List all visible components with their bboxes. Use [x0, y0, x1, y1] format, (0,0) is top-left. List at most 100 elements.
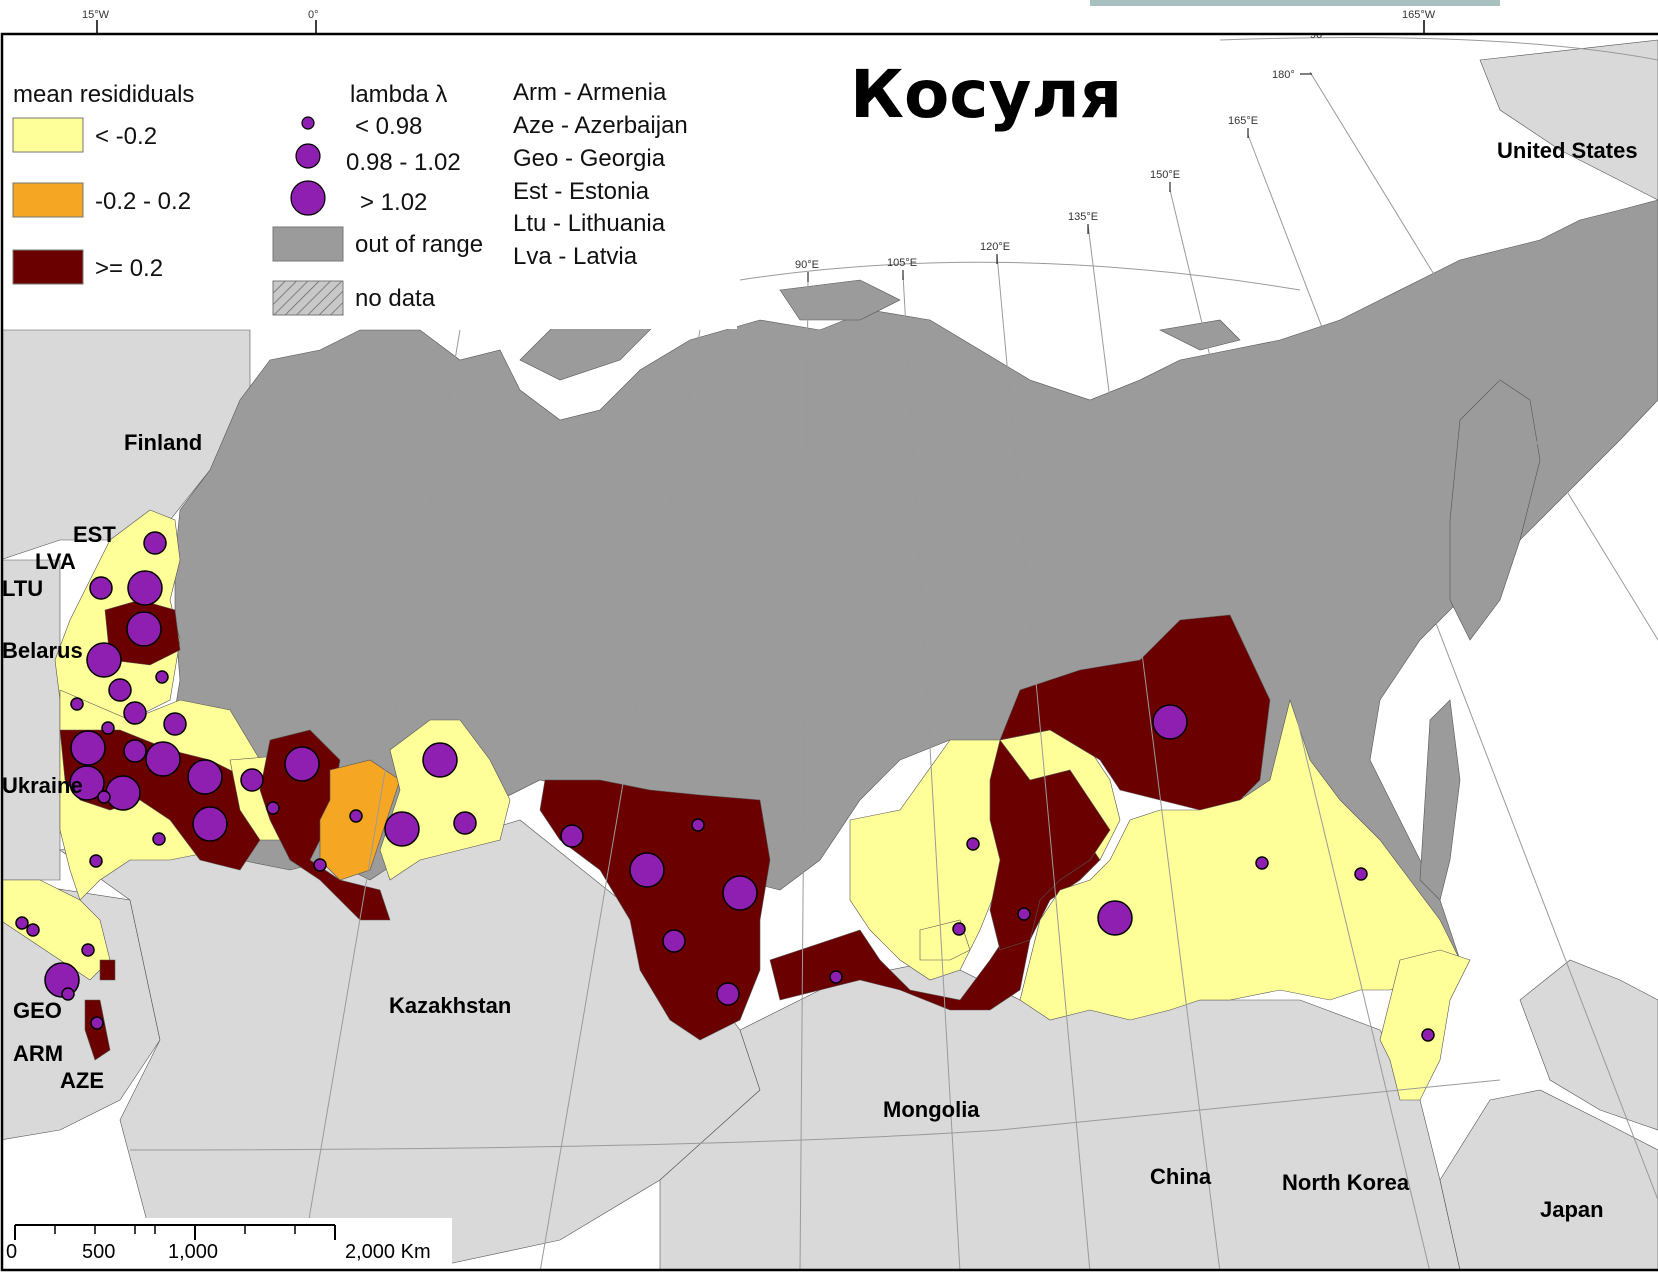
scale-tick-0: 0: [6, 1241, 17, 1263]
lambda-marker: [1097, 900, 1133, 936]
country-labels: Finland Belarus Ukraine Kazakhstan Mongo…: [2, 138, 1638, 1222]
label-arm: ARM: [13, 1041, 63, 1066]
lambda-marker: [829, 970, 843, 984]
lambda-marker: [266, 801, 280, 815]
sakhalin: [1419, 699, 1461, 901]
lambda-marker: [123, 739, 147, 763]
legend-abbr-1: Aze - Azerbaijan: [513, 112, 688, 139]
grat-90w: 90°: [1310, 29, 1327, 41]
lambda-marker: [86, 642, 122, 678]
legend-lambda-small-icon: [301, 116, 315, 130]
label-china: China: [1150, 1164, 1212, 1189]
legend-lambda-large-icon: [290, 180, 326, 216]
lambda-marker: [1421, 1028, 1435, 1042]
lambda-marker: [662, 929, 686, 953]
lambda-marker: [108, 678, 132, 702]
legend-abbr-3: Est - Estonia: [513, 178, 650, 205]
lambda-marker: [313, 858, 327, 872]
legend-out-of-range-label: out of range: [355, 231, 483, 258]
kamchatka: [1449, 379, 1541, 641]
lambda-marker: [284, 746, 320, 782]
lambda-marker: [70, 730, 106, 766]
label-geo: GEO: [13, 998, 62, 1023]
region-primorye-low: [1379, 949, 1471, 1101]
lambda-marker: [69, 765, 105, 801]
lambda-marker: [163, 712, 187, 736]
grat-150e: 150°E: [1150, 169, 1180, 181]
lambda-marker: [81, 943, 95, 957]
label-japan: Japan: [1540, 1197, 1604, 1222]
lambda-marker: [101, 721, 115, 735]
legend-abbr-5: Lva - Latvia: [513, 243, 638, 270]
lambda-marker: [89, 854, 103, 868]
lambda-marker: [722, 875, 758, 911]
grat-top-0: 0°: [308, 9, 319, 21]
lambda-marker: [152, 832, 166, 846]
lambda-marker: [105, 775, 141, 811]
lambda-marker: [240, 768, 264, 792]
lambda-marker: [966, 837, 980, 851]
scale-bar: 0 500 1,000 2,000 Km: [2, 1218, 452, 1270]
label-aze: AZE: [60, 1068, 104, 1093]
legend-lambda-title: lambda λ: [350, 81, 447, 108]
lambda-marker: [691, 818, 705, 832]
grat-top-15w: 15°W: [82, 9, 110, 21]
legend-high-label: >= 0.2: [95, 255, 163, 282]
lambda-marker: [143, 531, 167, 555]
scale-tick-2000: 2,000 Km: [345, 1241, 431, 1263]
legend-lambda-small-label: < 0.98: [355, 113, 422, 140]
new-siberian-islands: [1159, 319, 1241, 351]
scale-tick-500: 500: [82, 1241, 115, 1263]
region-caucasus-high-small: [99, 959, 116, 981]
grat-90e: 90°E: [795, 259, 819, 271]
lambda-marker: [1017, 907, 1031, 921]
legend-swatch-no-data: [272, 280, 344, 316]
lambda-marker: [123, 701, 147, 725]
lambda-marker: [384, 811, 420, 847]
lambda-marker: [952, 922, 966, 936]
lambda-marker: [155, 670, 169, 684]
lambda-marker: [422, 742, 458, 778]
legend-abbr-2: Geo - Georgia: [513, 145, 666, 172]
legend-swatch-mid: [12, 182, 84, 218]
label-est: EST: [73, 522, 116, 547]
label-kazakhstan: Kazakhstan: [389, 993, 511, 1018]
graticule-lines: [129, 37, 1658, 1270]
lambda-marker: [1152, 704, 1188, 740]
grat-165e: 165°E: [1228, 115, 1258, 127]
grat-135e: 135°E: [1068, 211, 1098, 223]
label-united-states: United States: [1497, 138, 1638, 163]
region-irkutsk-high: [989, 739, 1111, 951]
region-west-siberia-high: [539, 779, 771, 1041]
legend-swatch-high: [12, 249, 84, 285]
lambda-markers: [15, 531, 1435, 1042]
region-dagestan-high: [84, 999, 111, 1061]
severnaya-zemlya: [779, 279, 901, 321]
lambda-marker: [560, 824, 584, 848]
legend-residuals-title: mean resididuals: [13, 81, 194, 108]
lambda-marker: [70, 697, 84, 711]
label-lva: LVA: [35, 549, 76, 574]
lambda-marker: [1255, 856, 1269, 870]
label-ltu: LTU: [2, 576, 43, 601]
legend-no-data-label: no data: [355, 285, 436, 312]
label-north-korea: North Korea: [1282, 1170, 1410, 1195]
lambda-marker: [453, 811, 477, 835]
map-frame: [0, 32, 1658, 1272]
lambda-marker: [89, 576, 113, 600]
lambda-marker: [145, 741, 181, 777]
grat-top-165w: 165°W: [1402, 9, 1436, 21]
lambda-marker: [97, 790, 111, 804]
abbr-labels: EST LVA LTU GEO ARM AZE: [2, 522, 116, 1093]
legend-abbr-4: Ltu - Lithuania: [513, 210, 666, 237]
grat-180: 180°: [1272, 69, 1295, 81]
lambda-marker: [15, 916, 29, 930]
lambda-marker: [126, 611, 162, 647]
grat-105e: 105°E: [887, 257, 917, 269]
region-yakutia-high: [999, 614, 1271, 811]
grat-120e: 120°E: [980, 241, 1010, 253]
legend-low-label: < -0.2: [95, 123, 157, 150]
lambda-marker: [61, 987, 75, 1001]
scale-tick-1000: 1,000: [168, 1241, 218, 1263]
